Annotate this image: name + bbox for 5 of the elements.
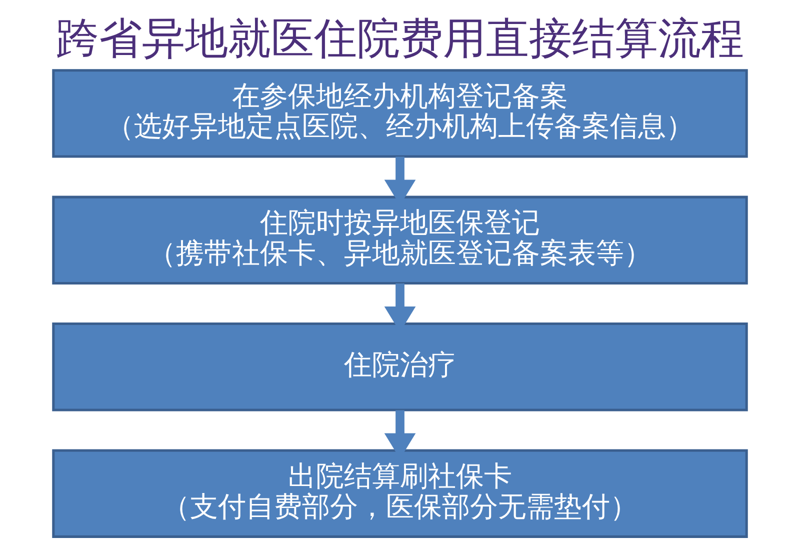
diagram-title: 跨省异地就医住院费用直接结算流程	[56, 14, 744, 64]
node-box: 出院结算刷社保卡 （支付自费部分，医保部分无需垫付）	[52, 449, 748, 538]
node-box: 住院时按异地医保登记 （携带社保卡、异地就医登记备案表等）	[52, 196, 748, 284]
node-box: 在参保地经办机构登记备案 （选好异地定点医院、经办机构上传备案信息）	[52, 69, 748, 158]
node-box: 住院治疗	[52, 322, 748, 412]
